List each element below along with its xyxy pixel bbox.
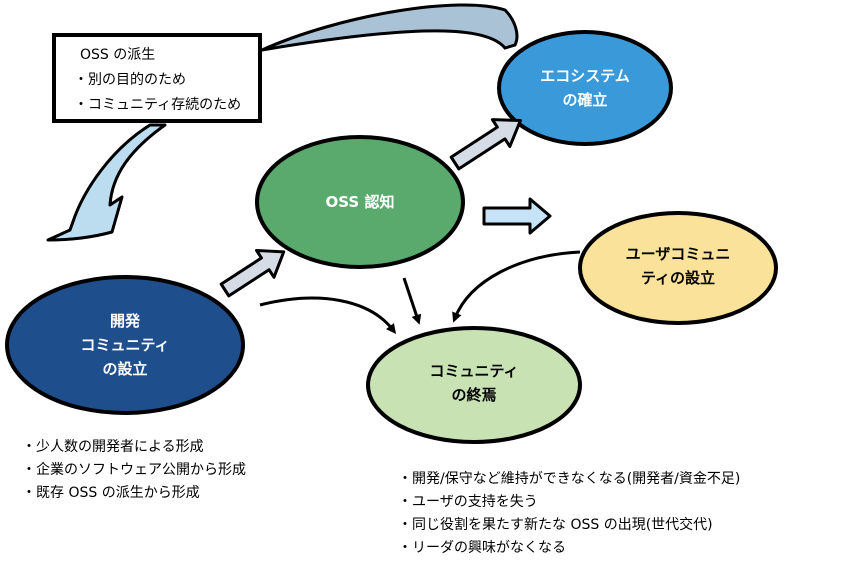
derivation-note-item: ・コミュニティ存続のため xyxy=(74,97,242,113)
arrow-dev-to-end xyxy=(259,296,397,334)
node-community-end xyxy=(366,326,582,444)
arrow-user-to-end xyxy=(452,250,581,323)
derivation-arrow xyxy=(46,123,167,242)
node-user-community xyxy=(578,211,778,325)
top-curved-arrow xyxy=(261,3,519,52)
formation-list-item: ・少人数の開発者による形成 xyxy=(22,439,204,455)
block-arrow-oss-to-ecosystem xyxy=(449,118,522,171)
derivation-note-title: OSS の派生 xyxy=(80,47,156,63)
end-cause-item: ・開発/保守など維持ができなくなる(開発者/資金不足) xyxy=(398,471,741,487)
node-dev-community xyxy=(5,275,245,415)
node-dev-community-label: 開発 コミュニティ の設立 xyxy=(80,309,169,381)
arrow-oss-to-end xyxy=(402,277,422,325)
end-cause-item: ・同じ役割を果たす新たな OSS の出現(世代交代) xyxy=(398,517,713,533)
label-line: ティの設立 xyxy=(640,269,716,287)
formation-list: ・少人数の開発者による形成 ・企業のソフトウェア公開から形成 ・既存 OSS の… xyxy=(22,436,246,505)
label-line: OSS 認知 xyxy=(325,193,395,211)
node-ecosystem-label: エコシステム の確立 xyxy=(540,64,630,112)
node-community-end-label: コミュニティ の終焉 xyxy=(429,359,518,407)
label-line: 開発 xyxy=(109,312,141,330)
derivation-note-box: OSS の派生 ・別の目的のため ・コミュニティ存続のため xyxy=(52,33,262,123)
label-line: エコシステム xyxy=(540,67,630,85)
block-arrow-oss-to-user xyxy=(482,197,552,235)
block-arrow-dev-to-oss xyxy=(219,248,286,298)
label-line: の設立 xyxy=(102,360,148,378)
node-ecosystem xyxy=(497,30,673,146)
node-oss-recognition xyxy=(255,135,465,269)
derivation-note-item: ・別の目的のため xyxy=(74,72,186,88)
node-oss-recognition-label: OSS 認知 xyxy=(326,190,395,214)
label-line: の確立 xyxy=(562,91,608,109)
formation-list-item: ・既存 OSS の派生から形成 xyxy=(22,485,200,501)
formation-list-item: ・企業のソフトウェア公開から形成 xyxy=(22,462,246,478)
end-causes-list: ・開発/保守など維持ができなくなる(開発者/資金不足) ・ユーザの支持を失う ・… xyxy=(398,468,740,560)
label-line: の終焉 xyxy=(451,386,497,404)
node-user-community-label: ユーザコミュニ ティの設立 xyxy=(626,242,731,290)
label-line: ユーザコミュニ xyxy=(625,245,731,263)
label-line: コミュニティ xyxy=(80,336,170,354)
label-line: コミュニティ xyxy=(429,362,519,380)
end-cause-item: ・リーダの興味がなくなる xyxy=(398,540,566,556)
end-cause-item: ・ユーザの支持を失う xyxy=(398,494,538,510)
